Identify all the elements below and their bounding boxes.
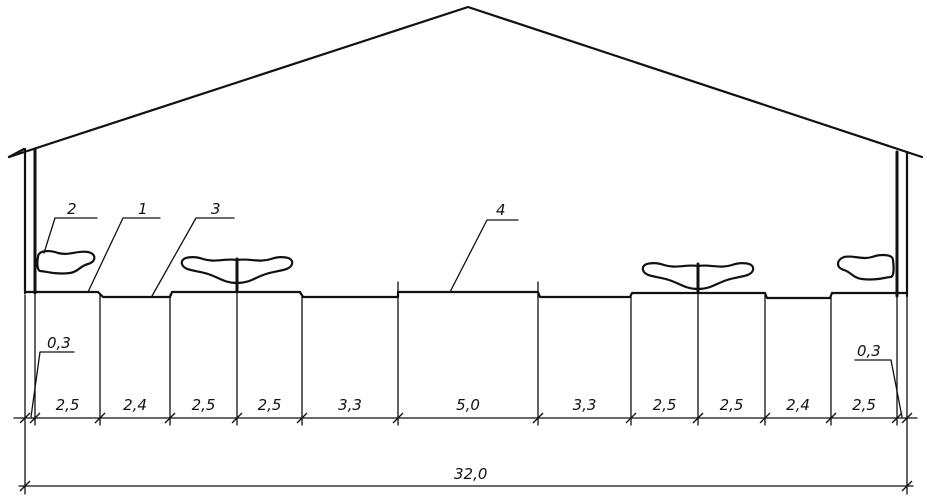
span-tick: [891, 412, 903, 424]
span-dimension-row: 2,5 2,4 2,5 2,5 3,3 5,0 3,3 2,5 2,5 2,4 2,5: [13, 396, 918, 424]
callouts: 2 1 3 4: [43, 200, 519, 297]
span-dimension-label: 5,0: [456, 396, 480, 414]
callout-1-label: 1: [138, 200, 148, 218]
wall-left-dim-label: 0,3: [47, 334, 71, 352]
feeder-right-wall: [836, 253, 895, 281]
extension-lines: [24, 291, 908, 495]
callout-4-leader: [449, 219, 519, 293]
span-dimension-label: 3,3: [338, 396, 362, 414]
span-dimension-label: 2,5: [852, 396, 876, 414]
floor-profile: [23, 290, 909, 300]
span-tick: [296, 412, 308, 424]
span-dimension-label: 3,3: [573, 396, 597, 414]
feeder-double-left: [180, 256, 294, 285]
span-tick: [164, 412, 176, 424]
callout-4-label: 4: [496, 201, 506, 219]
span-tick: [692, 412, 704, 424]
span-tick: [94, 412, 106, 424]
span-tick: [532, 412, 544, 424]
callout-3-label: 3: [211, 200, 221, 218]
wall-thickness-dimensions: 0,3 0,3: [30, 334, 903, 418]
wall-right-dim-leader: [854, 359, 903, 418]
feeder-double-right: [641, 262, 755, 291]
total-dimension: 32,0: [18, 465, 914, 492]
span-tick: [29, 412, 41, 424]
feeders: [36, 250, 895, 294]
callout-2-leader: [43, 217, 98, 254]
span-tick: [392, 412, 404, 424]
total-dimension-label: 32,0: [454, 465, 487, 483]
callout-1-leader: [87, 217, 161, 293]
wall-left-dim-leader: [30, 351, 75, 418]
wall-right-dim-label: 0,3: [857, 342, 881, 360]
span-tick: [901, 412, 913, 424]
walls: [23, 147, 909, 298]
span-dimension-label: 2,5: [258, 396, 282, 414]
span-labels: 2,5 2,4 2,5 2,5 3,3 5,0 3,3 2,5 2,5 2,4 2,5: [56, 396, 876, 414]
roof-eave-left: [7, 147, 26, 159]
roof-outline: [7, 5, 924, 159]
span-dimension-label: 2,4: [123, 396, 147, 414]
total-tick-left: [19, 480, 31, 492]
callout-3-leader: [151, 217, 235, 297]
span-dimension-label: 2,5: [720, 396, 744, 414]
span-tick: [759, 412, 771, 424]
span-dimension-label: 2,5: [653, 396, 677, 414]
span-dimension-label: 2,5: [192, 396, 216, 414]
span-tick: [825, 412, 837, 424]
span-tick: [231, 412, 243, 424]
roof: [7, 5, 924, 159]
span-tick: [19, 412, 31, 424]
total-tick-right: [901, 480, 913, 492]
span-tick: [625, 412, 637, 424]
span-dimension-label: 2,4: [786, 396, 810, 414]
feeder-left-wall: [36, 250, 96, 275]
span-dimension-label: 2,5: [56, 396, 80, 414]
span-ticks: [19, 412, 913, 424]
callout-2-label: 2: [67, 200, 77, 218]
